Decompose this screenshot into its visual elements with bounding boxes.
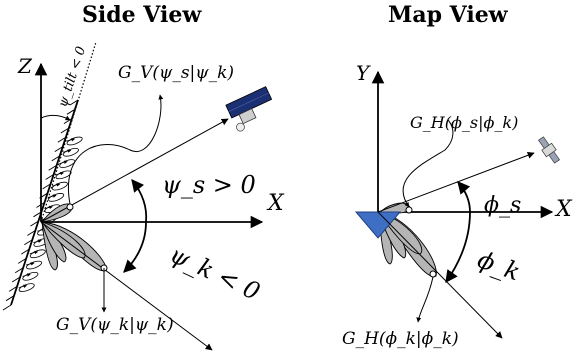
wall-hatch-mark bbox=[30, 220, 39, 227]
element-pattern-loop bbox=[29, 249, 46, 259]
element-normal-arrow bbox=[48, 194, 57, 198]
angle-s-label: ψ_s > 0 bbox=[162, 171, 256, 199]
y-axis-label: Y bbox=[356, 61, 371, 85]
wall-hatch-mark bbox=[42, 183, 51, 190]
wall-hatch-mark bbox=[60, 127, 70, 134]
side-view-panel: Side View Z ψ_tilt < 0 X bbox=[2, 2, 285, 351]
element-pattern-loop bbox=[62, 147, 79, 157]
wall-hatch-mark bbox=[54, 146, 64, 152]
element-normal-arrow bbox=[22, 273, 31, 277]
z-axis-label: Z bbox=[17, 54, 33, 78]
map-gain-s-label: G_H(ϕ_s|ϕ_k) bbox=[410, 113, 518, 132]
gain-s-marker bbox=[66, 203, 74, 211]
map-gain-s-callout bbox=[402, 119, 454, 208]
element-normal-arrow bbox=[29, 250, 39, 255]
map-view-title: Map View bbox=[388, 2, 509, 28]
wall-hatch-mark bbox=[45, 174, 54, 180]
beam-direction-k bbox=[40, 221, 213, 351]
map-satellite-icon bbox=[538, 136, 560, 164]
satellite-icon bbox=[225, 86, 273, 132]
wall-hatch-mark bbox=[69, 99, 79, 106]
map-angle-s-arc bbox=[457, 181, 471, 213]
element-normal-arrow bbox=[51, 183, 61, 187]
element-pattern-loops bbox=[18, 136, 83, 292]
element-normal-arrow bbox=[18, 284, 28, 289]
side-view-title: Side View bbox=[82, 2, 202, 28]
element-pattern-loop bbox=[26, 260, 43, 270]
element-pattern-loop bbox=[48, 193, 65, 202]
wall-hatch-mark bbox=[57, 136, 67, 143]
wall-hatch-mark bbox=[14, 267, 24, 274]
map-beam-direction-k bbox=[377, 211, 503, 339]
map-angle-s-label: ϕ_s bbox=[484, 193, 521, 218]
map-gain-k-callout bbox=[416, 276, 434, 323]
map-x-axis-label: X bbox=[554, 197, 573, 222]
element-pattern-loop bbox=[66, 136, 83, 146]
map-view-panel: Map View Y X G_H(ϕ_s|ϕ_k) G_H(ϕ_k|ϕ_k) ϕ… bbox=[342, 2, 573, 349]
wall-hatch-mark bbox=[66, 108, 76, 115]
element-normal-arrow bbox=[66, 138, 75, 142]
element-normal-arrow bbox=[62, 149, 72, 153]
antenna-lobes bbox=[40, 203, 107, 271]
map-gain-s-marker bbox=[405, 206, 413, 214]
map-angle-k-arc bbox=[445, 211, 471, 284]
tilt-angle-arc bbox=[40, 114, 71, 121]
element-normal-arrow bbox=[25, 262, 35, 266]
map-gain-k-marker bbox=[429, 270, 437, 278]
gain-s-callout bbox=[68, 94, 164, 205]
gain-s-label: G_V(ψ_s|ψ_k) bbox=[118, 63, 234, 83]
wall-hatch-mark bbox=[21, 248, 30, 255]
wall-hatch-mark bbox=[2, 304, 12, 311]
wall-hatch-mark bbox=[63, 118, 73, 125]
x-axis-label: X bbox=[266, 191, 285, 216]
wall-hatch-mark bbox=[24, 239, 33, 246]
element-pattern-loop bbox=[51, 181, 68, 191]
map-satellite-direction bbox=[377, 151, 535, 213]
element-normal-arrow bbox=[44, 205, 53, 210]
gain-k-label: G_V(ψ_k|ψ_k) bbox=[56, 315, 174, 335]
angle-k-label: ψ_k < 0 bbox=[165, 240, 264, 306]
element-pattern-loop bbox=[59, 159, 76, 168]
wall-hatch-mark bbox=[5, 295, 15, 302]
tilt-angle-label: ψ_tilt < 0 bbox=[56, 45, 90, 109]
element-pattern-loop bbox=[18, 283, 35, 292]
angle-k-arc bbox=[123, 221, 147, 273]
wall-hatch-mark bbox=[17, 258, 27, 264]
map-angle-k-label: ϕ_k bbox=[474, 245, 524, 286]
wall-hatch-mark bbox=[51, 155, 60, 162]
wall-hatch-mark bbox=[48, 164, 57, 171]
element-pattern-loop bbox=[22, 271, 39, 281]
wall-hatch-mark bbox=[8, 285, 18, 292]
wall-hatch-mark bbox=[11, 276, 21, 283]
wall-hatch-mark bbox=[27, 230, 36, 236]
element-normal-arrow bbox=[55, 171, 64, 176]
map-gain-k-label: G_H(ϕ_k|ϕ_k) bbox=[342, 329, 459, 349]
angle-s-arc bbox=[131, 179, 148, 223]
element-normal-arrow bbox=[59, 160, 68, 165]
element-normal-arrow bbox=[33, 239, 42, 243]
